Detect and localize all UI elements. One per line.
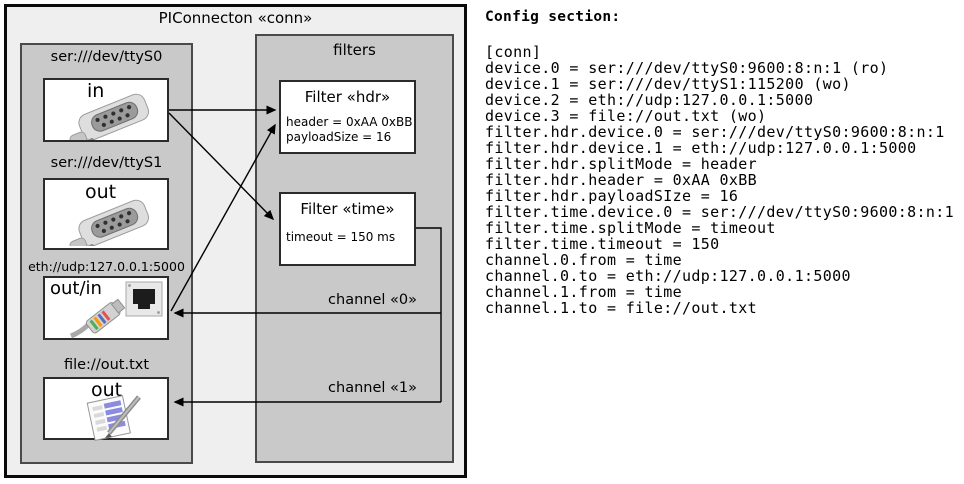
filter-hdr-title: Filter «hdr» xyxy=(304,88,391,106)
device-box-eth: out/in xyxy=(43,276,169,340)
config-line: filter.hdr.payloadSIze = 16 xyxy=(485,187,739,205)
config-line: device.2 = eth://udp:127.0.0.1:5000 xyxy=(485,91,814,109)
filter-hdr-prop-header: header = 0xAA 0xBB xyxy=(286,115,413,129)
ethernet-plug-icon xyxy=(70,298,126,339)
notepad-icon xyxy=(86,395,141,441)
filter-time-title: Filter «time» xyxy=(300,200,395,218)
ethernet-jack-icon xyxy=(125,281,163,317)
config-line: channel.1.to = file://out.txt xyxy=(485,299,758,317)
serial-connector-icon xyxy=(69,93,150,140)
device-box-ttys0: in xyxy=(43,78,169,142)
config-line: device.1 = ser:///dev/ttyS1:115200 (wo) xyxy=(485,75,851,93)
config-line: filter.hdr.device.1 = eth://udp:127.0.0.… xyxy=(485,139,917,157)
device-label-ttys0: ser:///dev/ttyS0 xyxy=(50,49,163,65)
config-line: filter.hdr.header = 0xAA 0xBB xyxy=(485,171,758,189)
config-line: channel.0.to = eth://udp:127.0.0.1:5000 xyxy=(485,267,851,285)
device-label-ttys1: ser:///dev/ttyS1 xyxy=(50,155,163,171)
serial-connector-icon xyxy=(69,199,150,246)
config-line: filter.time.splitMode = timeout xyxy=(485,219,776,237)
config-line: filter.hdr.device.0 = ser:///dev/ttyS0:9… xyxy=(485,123,945,141)
device-label-file: file://out.txt xyxy=(63,357,150,373)
filter-time-prop-timeout: timeout = 150 ms xyxy=(286,230,396,244)
diagram-title: PIConnecton «conn» xyxy=(158,9,313,27)
device-direction-ttys1: out xyxy=(85,181,117,203)
filters-panel-title: filters xyxy=(333,41,376,59)
config-line: [conn] xyxy=(485,43,542,61)
device-direction-eth: out/in xyxy=(50,278,102,299)
config-line: filter.time.timeout = 150 xyxy=(485,235,720,253)
config-section-body: [conn] device.0 = ser:///dev/ttyS0:9600:… xyxy=(485,44,961,316)
filter-hdr-prop-payloadsize: payloadSize = 16 xyxy=(286,130,392,144)
channel-0-label: channel «0» xyxy=(328,292,417,308)
config-line: filter.hdr.splitMode = header xyxy=(485,155,758,173)
device-direction-ttys0: in xyxy=(87,80,105,102)
device-label-eth: eth://udp:127.0.0.1:5000 xyxy=(28,259,185,274)
config-section-heading: Config section: xyxy=(485,9,621,25)
channel-1-label: channel «1» xyxy=(328,380,417,396)
filter-box-time: Filter «time» timeout = 150 ms xyxy=(279,192,416,266)
config-line: channel.1.from = time xyxy=(485,283,682,301)
config-line: device.0 = ser:///dev/ttyS0:9600:8:n:1 (… xyxy=(485,59,889,77)
device-box-ttys1: out xyxy=(43,178,169,250)
config-line: channel.0.from = time xyxy=(485,251,682,269)
config-line: device.3 = file://out.txt (wo) xyxy=(485,107,767,125)
filter-box-hdr: Filter «hdr» header = 0xAA 0xBB payloadS… xyxy=(279,80,416,154)
config-line: filter.time.device.0 = ser:///dev/ttyS0:… xyxy=(485,203,955,221)
device-direction-file: out xyxy=(91,379,123,401)
device-box-file: out xyxy=(43,377,169,441)
